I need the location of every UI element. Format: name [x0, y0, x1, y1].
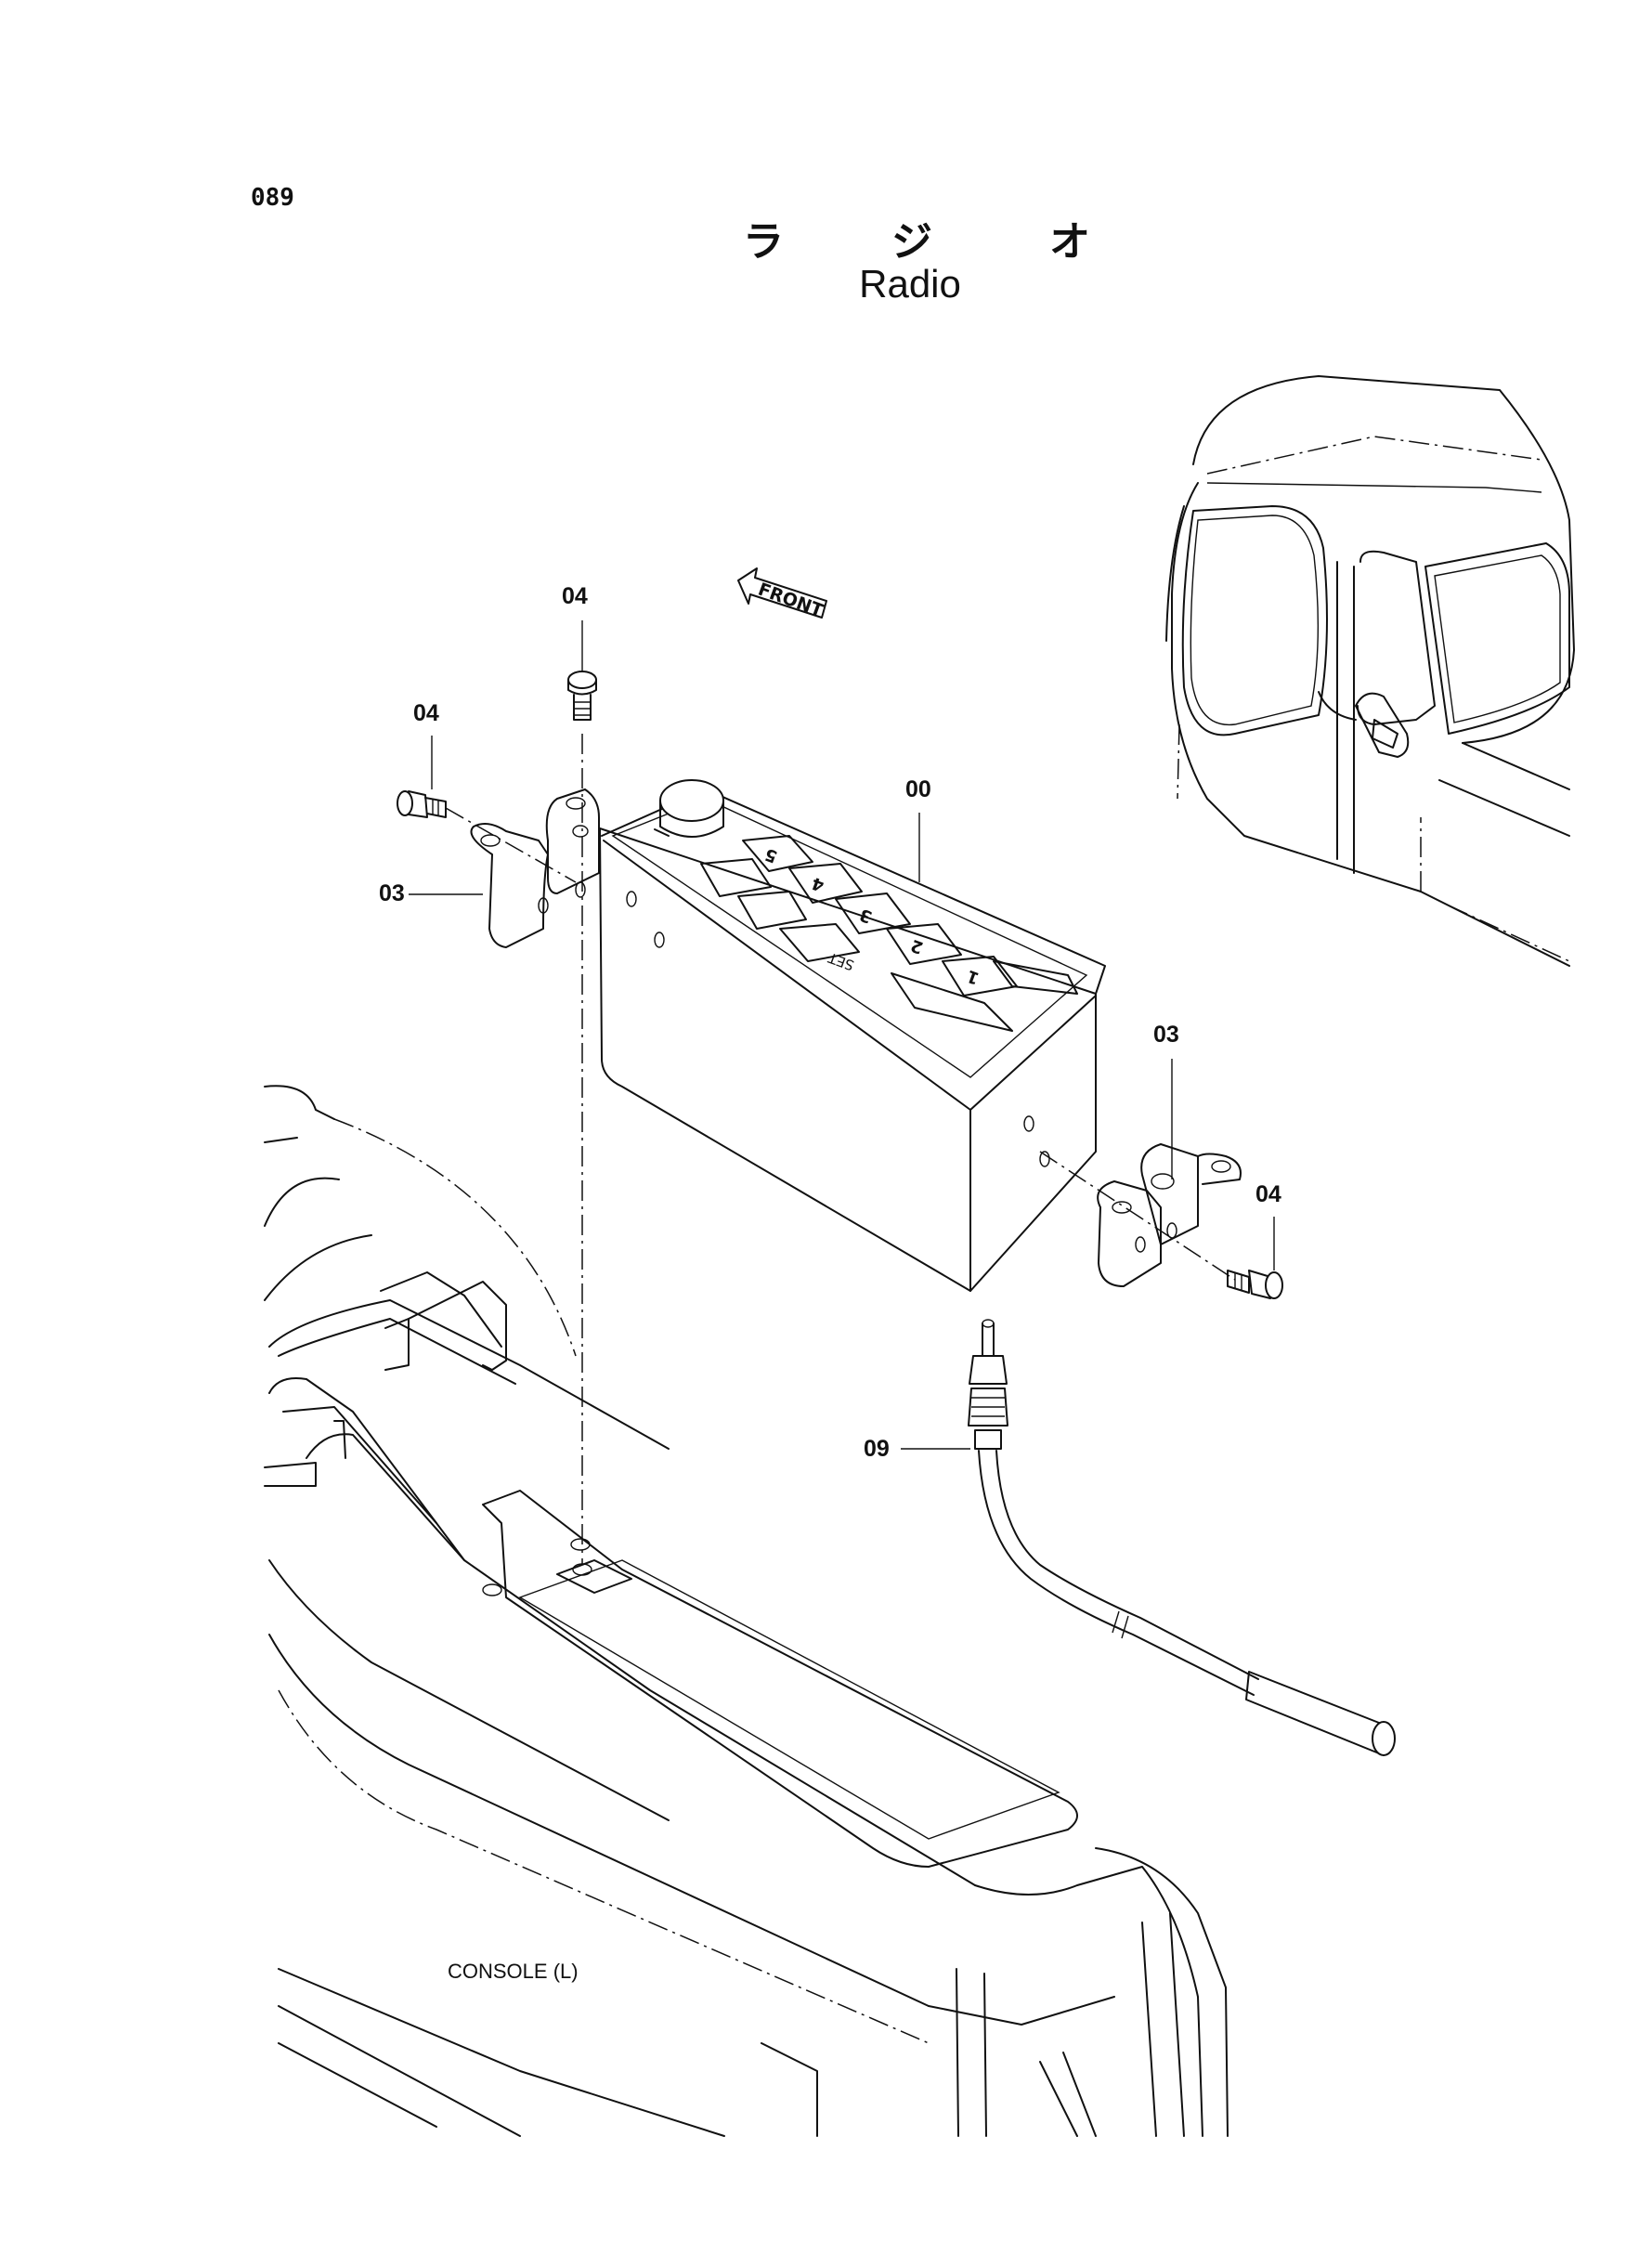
callout-09-antenna: 09 [864, 1436, 890, 1462]
callout-04-right: 04 [1255, 1181, 1281, 1207]
front-direction-arrow: FRONT [737, 567, 827, 621]
callout-04-top: 04 [562, 583, 588, 609]
console-label: CONSOLE (L) [448, 1960, 579, 1983]
callout-03-left: 03 [379, 880, 405, 906]
cab-overview-illustration [1165, 375, 1575, 967]
radio-button-3-label: 3 [857, 905, 875, 927]
title-jp-char-1: ラ [743, 218, 784, 266]
console-mount-hole [572, 1563, 592, 1576]
page-title-english: Radio [859, 262, 961, 306]
alignment-line-left-bolt [445, 807, 577, 883]
console-left-illustration [264, 1085, 1229, 2137]
radio-button-4-label: 4 [809, 873, 826, 895]
radio-button-1-label: 1 [964, 966, 982, 988]
radio-unit-00: 5 4 3 2 1 SET [599, 779, 1106, 1292]
bracket-03-left [470, 788, 600, 948]
bolt-04-left [397, 790, 447, 818]
alignment-line-right-bolt [1039, 1151, 1236, 1281]
leader-lines [409, 620, 1275, 1450]
radio-button-5-label: 5 [762, 844, 780, 866]
callout-04-left: 04 [413, 700, 439, 726]
callout-00-radio: 00 [905, 776, 931, 802]
antenna-cable-09 [968, 1319, 1396, 1756]
callout-03-right: 03 [1153, 1022, 1179, 1048]
bolt-04-top [567, 671, 597, 721]
page-number: 089 [251, 184, 294, 212]
title-jp-char-3: オ [1049, 218, 1090, 266]
bolt-04-right [1227, 1270, 1283, 1299]
front-arrow-label: FRONT [755, 579, 826, 621]
radio-button-2-label: 2 [908, 935, 926, 958]
bracket-03-right [1097, 1143, 1242, 1287]
title-jp-char-2: ジ [891, 218, 932, 266]
radio-preset-buttons: 5 4 3 2 1 SET [700, 835, 1078, 1032]
